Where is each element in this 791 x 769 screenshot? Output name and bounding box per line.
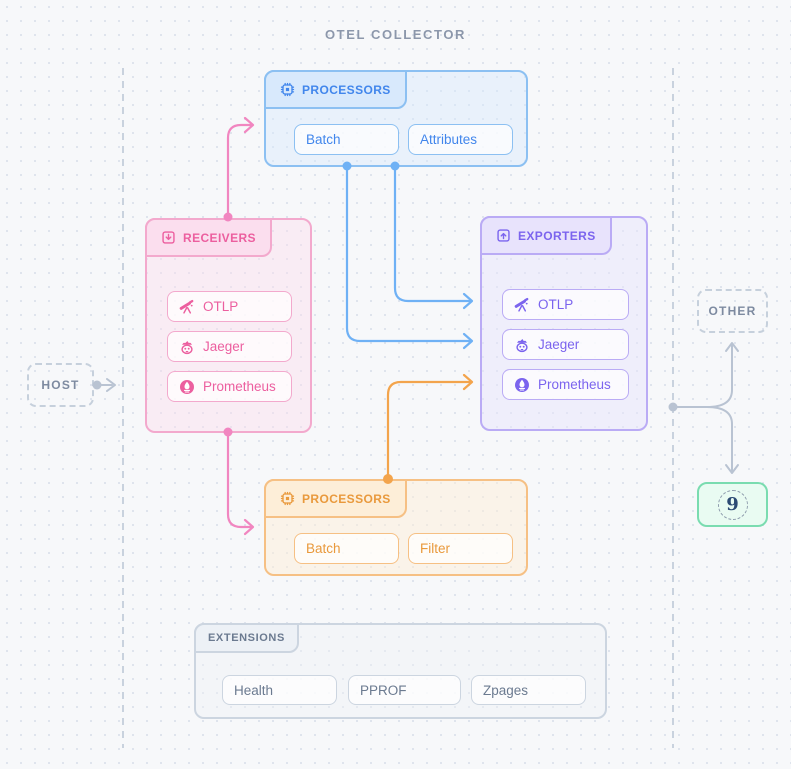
item-label: Filter (420, 541, 450, 556)
prometheus-torch-icon (179, 379, 195, 395)
receivers-to-processors-top-arrow (223, 116, 255, 222)
boundary-fork-arrows (668, 342, 739, 474)
telescope-icon (179, 299, 195, 315)
extensions-box: EXTENSIONS Health PPROF Zpages (194, 623, 607, 719)
jaeger-mascot-icon (179, 339, 195, 355)
dashed-circle: 9 (717, 489, 748, 520)
processors-bottom-label: PROCESSORS (302, 491, 391, 506)
receivers-label: RECEIVERS (183, 230, 256, 245)
extension-item-zpages: Zpages (471, 675, 586, 705)
item-label: Jaeger (203, 339, 245, 354)
host-label: HOST (41, 378, 80, 392)
item-label: Prometheus (538, 377, 611, 392)
box-arrow-up-icon (496, 228, 511, 243)
nine-label: 9 (726, 493, 739, 515)
processors-top-header: PROCESSORS (264, 70, 407, 109)
host-node: HOST (27, 363, 94, 407)
item-label: Prometheus (203, 379, 276, 394)
processor-item-filter: Filter (408, 533, 513, 564)
exporter-item-prometheus: Prometheus (502, 369, 629, 400)
processor-item-batch: Batch (294, 533, 399, 564)
processors-top-to-exporters-arrow-otlp (390, 161, 474, 310)
exporters-label: EXPORTERS (518, 228, 596, 243)
receivers-header: RECEIVERS (145, 218, 272, 257)
receiver-item-otlp: OTLP (167, 291, 292, 322)
exporter-item-otlp: OTLP (502, 289, 629, 320)
item-label: OTLP (203, 299, 239, 314)
other-label: OTHER (708, 304, 757, 318)
exporter-item-jaeger: Jaeger (502, 329, 629, 360)
item-label: Zpages (483, 682, 529, 698)
processors-bottom-header: PROCESSORS (264, 479, 407, 518)
receivers-box: RECEIVERS OTLP Jaeger Prometheus (145, 218, 312, 433)
exporters-header: EXPORTERS (480, 216, 612, 255)
jaeger-mascot-icon (514, 337, 530, 353)
item-label: Batch (306, 132, 341, 147)
item-label: OTLP (538, 297, 574, 312)
processors-top-label: PROCESSORS (302, 82, 391, 97)
prometheus-torch-icon (514, 377, 530, 393)
telescope-icon (514, 297, 530, 313)
item-label: Batch (306, 541, 341, 556)
receiver-item-jaeger: Jaeger (167, 331, 292, 362)
diagram-title: OTEL COLLECTOR (324, 27, 467, 42)
extensions-label: EXTENSIONS (208, 632, 285, 644)
processors-bottom-box: PROCESSORS Batch Filter (264, 479, 528, 576)
receiver-item-prometheus: Prometheus (167, 371, 292, 402)
host-arrow (92, 378, 116, 392)
item-label: Health (234, 682, 274, 698)
receivers-to-processors-bottom-arrow (223, 427, 255, 536)
box-arrow-down-icon (161, 230, 176, 245)
processors-top-box: PROCESSORS Batch Attributes (264, 70, 528, 167)
item-label: PPROF (360, 682, 407, 698)
item-label: Attributes (420, 132, 478, 147)
item-label: Jaeger (538, 337, 580, 352)
processors-top-to-exporters-arrow-jaeger (342, 161, 474, 350)
processor-item-batch: Batch (294, 124, 399, 155)
nine-destination-node: 9 (697, 482, 768, 527)
extensions-header: EXTENSIONS (194, 623, 299, 653)
processors-bottom-to-exporters-arrow (383, 373, 474, 484)
extension-item-health: Health (222, 675, 337, 705)
processor-item-attributes: Attributes (408, 124, 513, 155)
other-node: OTHER (697, 289, 768, 333)
cpu-icon (280, 82, 295, 97)
extension-item-pprof: PPROF (348, 675, 461, 705)
exporters-box: EXPORTERS OTLP Jaeger Prometheus (480, 216, 648, 431)
cpu-icon (280, 491, 295, 506)
